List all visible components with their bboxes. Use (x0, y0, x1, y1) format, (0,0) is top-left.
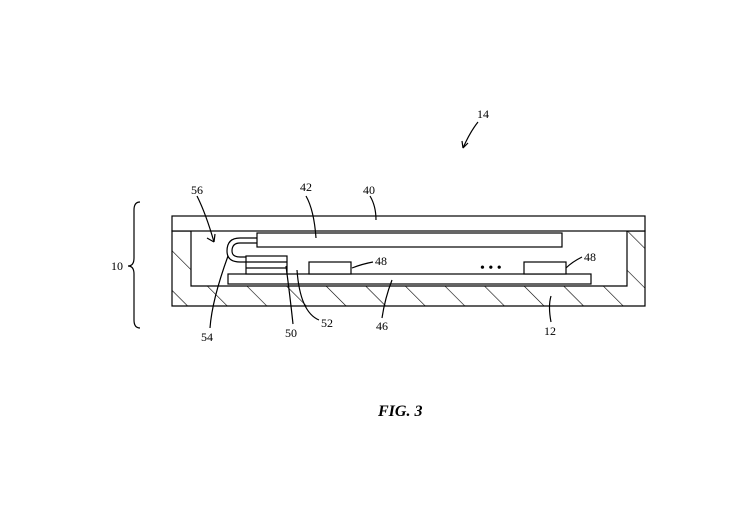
component-left (308, 261, 352, 275)
label-14: 14 (477, 107, 489, 121)
substrate (227, 273, 592, 285)
label-56: 56 (191, 183, 203, 197)
ellipsis: • • • (480, 261, 502, 276)
leader-lines (196, 121, 583, 329)
device-brace (127, 201, 141, 329)
cover-layer (171, 215, 646, 232)
label-40: 40 (363, 183, 375, 197)
figure-caption: FIG. 3 (377, 403, 422, 420)
component-right (523, 261, 567, 275)
label-48-left: 48 (375, 254, 387, 268)
label-54: 54 (201, 330, 213, 344)
label-48-right: 48 (584, 250, 596, 264)
label-50: 50 (285, 326, 297, 340)
flex-cable (226, 237, 257, 263)
label-42: 42 (300, 180, 312, 194)
display-layer (256, 232, 563, 248)
label-10: 10 (111, 259, 123, 273)
label-52: 52 (321, 316, 333, 330)
label-46: 46 (376, 319, 388, 333)
connector-stack (245, 255, 288, 275)
label-12: 12 (544, 324, 556, 338)
